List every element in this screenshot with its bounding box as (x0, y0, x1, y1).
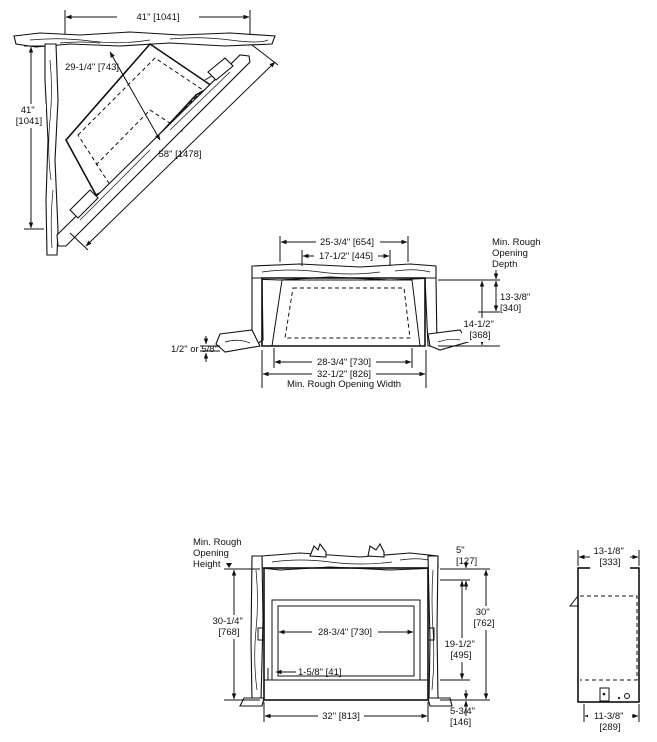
side-bottom-depth-label: 11-3/8" [289] (594, 711, 626, 733)
side-top-depth-label: 13-1/8" [333] (594, 546, 627, 568)
corner-top-width-label: 41" [1041] (137, 12, 180, 23)
metric-value: [768] (218, 627, 239, 638)
left-wall-plank (44, 43, 59, 256)
diagonal-wall-plank (56, 54, 251, 247)
corner-side-depth-value: 41" (21, 105, 35, 116)
plan-view: 25-3/4" [654] 17-1/2" [445] 28-3/4" [730… (171, 236, 543, 390)
plan-depth-upper-label: 13-3/8" [340] (500, 292, 533, 314)
front-top-offset-label: 5" [127] (456, 545, 477, 567)
plan-rough-depth-caption: Min. Rough Opening Depth (492, 237, 543, 270)
plan-inner-width-label: 17-1/2" [445] (319, 251, 373, 262)
front-left-height-label: 30-1/4" [768] (213, 616, 246, 638)
front-opening-width-label: 28-3/4" [730] (318, 627, 372, 638)
metric-value: [762] (473, 618, 494, 629)
metric-value: [340] (500, 303, 521, 314)
plan-unit-outline (261, 277, 426, 347)
metric-value: [495] (450, 650, 471, 661)
side-control-knob (624, 693, 630, 699)
metric-value: [127] (456, 556, 477, 567)
front-log-right (367, 542, 385, 558)
front-top-offset-value: 5" (456, 545, 465, 556)
corner-unit-depth-label: 29-1/4" [743] (65, 62, 119, 73)
front-elevation-view: Min. Rough Opening Height 30-1/4" [768] … (193, 537, 498, 728)
plan-rough-width-label: 32-1/2" [826] (317, 369, 371, 380)
plan-rough-width-caption: Min. Rough Opening Width (287, 379, 401, 390)
metric-value: [368] (469, 330, 490, 341)
front-base-height-label: 5-3/4" [146] (450, 706, 478, 728)
front-overall-height-value: 30" (476, 607, 490, 618)
side-bottom-depth-value: 11-3/8" (594, 711, 624, 722)
plan-depth-lower-value: 14-1/2" (464, 319, 494, 330)
front-log-left (309, 542, 327, 558)
plan-top-width-label: 25-3/4" [654] (320, 237, 374, 248)
metric-value: [289] (599, 722, 620, 733)
plan-front-width-label: 28-3/4" [730] (317, 357, 371, 368)
metric-value: [333] (599, 557, 620, 568)
corner-plan-view: 41" [1041] 41" [1041] 29-1/4" [743] 58" … (12, 10, 279, 256)
front-left-height-value: 30-1/4" (213, 616, 243, 627)
plan-depth-lower-label: 14-1/2" [368] (464, 319, 497, 341)
front-inner-height-label: 19-1/2" [495] (445, 639, 478, 661)
metric-value: [146] (450, 717, 471, 728)
front-overall-width-label: 32" [813] (322, 711, 360, 722)
corner-side-depth-label: 41" [1041] (16, 105, 42, 127)
front-rough-height-caption: Min. Rough Opening Height (193, 537, 244, 570)
side-unit-outline (577, 567, 640, 703)
front-inner-height-value: 19-1/2" (445, 639, 475, 650)
plan-depth-upper-value: 13-3/8" (500, 292, 530, 303)
side-top-depth-value: 13-1/8" (594, 546, 624, 557)
side-control-box (599, 687, 610, 702)
front-base-height-value: 5-3/4" (450, 706, 475, 717)
front-bottom-offset-label: 1-5/8" [41] (298, 667, 342, 678)
side-elevation-view: 13-1/8" [333] 11-3/8" [289] (568, 545, 640, 734)
plan-floor-offset-label: 1/2" or 5/8" (171, 344, 218, 355)
metric-value: [1041] (16, 116, 42, 127)
corner-diagonal-label: 58" [1478] (159, 149, 202, 160)
front-overall-height-label: 30" [762] (473, 607, 494, 629)
